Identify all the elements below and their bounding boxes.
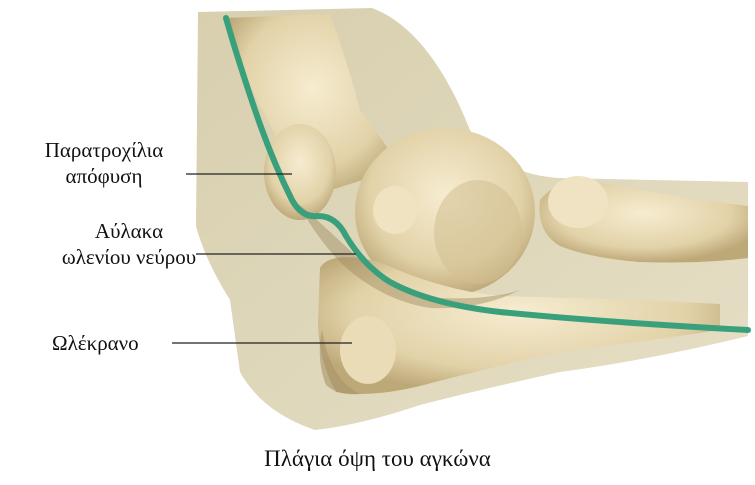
radius-head-bone — [548, 176, 608, 228]
label-lateral-epicondyle: Παρατροχίλια απόφυση — [6, 137, 202, 189]
label-lateral-epicondyle-line1: Παρατροχίλια — [45, 138, 164, 162]
lateral-epicondyle-bone — [264, 124, 336, 220]
label-ulnar-groove-line1: Αύλακα — [95, 219, 163, 243]
label-olecranon: Ωλέκρανο — [52, 330, 180, 356]
condyle-shadow — [434, 180, 522, 284]
figure-caption: Πλάγια όψη του αγκώνα — [0, 446, 755, 472]
label-lateral-epicondyle-line2: απόφυση — [6, 163, 202, 189]
label-ulnar-groove: Αύλακα ωλενίου νεύρου — [26, 218, 232, 270]
olecranon-bone — [340, 316, 396, 384]
medial-bump-bone — [373, 186, 417, 234]
label-ulnar-groove-line2: ωλενίου νεύρου — [26, 244, 232, 270]
